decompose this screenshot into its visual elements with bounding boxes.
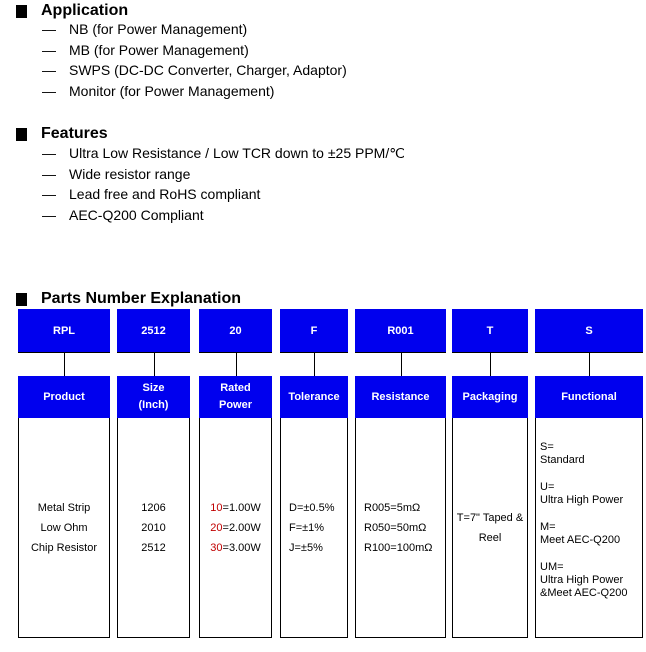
- code-box-power: 20: [199, 309, 272, 353]
- header-text: Power: [218, 399, 252, 411]
- list-item-text: Lead free and RoHS compliant: [69, 186, 261, 203]
- header-text: Product: [43, 390, 85, 403]
- size-option: 2512: [141, 541, 166, 554]
- dash-icon: —: [42, 21, 56, 37]
- parts-heading: Parts Number Explanation: [16, 290, 241, 308]
- dash-icon: —: [42, 186, 56, 203]
- features-heading: Features: [16, 125, 108, 143]
- list-item-text: SWPS (DC-DC Converter, Charger, Adaptor): [69, 62, 347, 79]
- list-item: — Ultra Low Resistance / Low TCR down to …: [42, 145, 405, 162]
- packaging-option: T=7" Taped &: [456, 511, 524, 524]
- product-option: Chip Resistor: [30, 541, 98, 554]
- list-item: — Monitor (for Power Management): [42, 83, 274, 99]
- product-option: Metal Strip: [37, 501, 91, 514]
- product-option: Low Ohm: [40, 521, 88, 534]
- header-text: Tolerance: [288, 390, 340, 403]
- header-text: (Inch): [138, 399, 169, 411]
- tolerance-option: D=±0.5%: [289, 501, 335, 514]
- dash-icon: —: [42, 165, 56, 182]
- features-title: Features: [41, 125, 108, 142]
- resistance-option: R050=50mΩ: [364, 521, 427, 534]
- application-heading: Application: [16, 2, 128, 20]
- power-option: 10=1.00W: [210, 501, 261, 514]
- code-box-product: RPL: [18, 309, 110, 353]
- body-tolerance: D=±0.5% F=±1% J=±5%: [280, 418, 348, 638]
- header-product: Product: [18, 376, 110, 418]
- list-item: — MB (for Power Management): [42, 42, 249, 58]
- functional-option: M=Meet AEC-Q200: [540, 521, 621, 546]
- connector-line: [154, 352, 155, 376]
- dash-icon: —: [42, 207, 56, 224]
- list-item: — SWPS (DC-DC Converter, Charger, Adaptor…: [42, 62, 347, 78]
- code-box-functional: S: [535, 309, 643, 353]
- code-box-resistance: R001: [355, 309, 446, 353]
- header-text: Rated: [220, 382, 251, 394]
- connector-line: [589, 352, 590, 376]
- list-item-text: AEC-Q200 Compliant: [69, 207, 204, 224]
- size-option: 2010: [141, 521, 166, 534]
- power-option: 30=3.00W: [210, 541, 261, 554]
- tolerance-option: J=±5%: [289, 541, 323, 554]
- tolerance-option: F=±1%: [289, 521, 325, 534]
- code-box-tolerance: F: [280, 309, 348, 353]
- connector-line: [314, 352, 315, 376]
- parts-title: Parts Number Explanation: [41, 290, 242, 307]
- list-item-text: Wide resistor range: [69, 165, 191, 182]
- list-item: — AEC-Q200 Compliant: [42, 207, 204, 223]
- bullet-square-icon: [16, 127, 27, 141]
- list-item-text: MB (for Power Management): [69, 41, 249, 58]
- header-packaging: Packaging: [452, 376, 528, 418]
- bullet-square-icon: [16, 292, 27, 306]
- header-resistance: Resistance: [355, 376, 446, 418]
- list-item: — Wide resistor range: [42, 166, 190, 182]
- body-packaging: T=7" Taped & Reel: [452, 418, 528, 638]
- body-power: 10=1.00W 20=2.00W 30=3.00W: [199, 418, 272, 638]
- header-size: Size (Inch): [117, 376, 190, 418]
- size-option: 1206: [141, 501, 166, 514]
- resistance-option: R005=5mΩ: [364, 501, 421, 514]
- list-item: — Lead free and RoHS compliant: [42, 186, 260, 202]
- dash-icon: —: [42, 83, 56, 100]
- connector-line: [64, 352, 65, 376]
- header-tolerance: Tolerance: [280, 376, 348, 418]
- connector-line: [401, 352, 402, 376]
- header-text: Size: [142, 382, 165, 394]
- dash-icon: —: [42, 41, 56, 58]
- header-text: Resistance: [371, 390, 430, 403]
- resistance-option: R100=100mΩ: [364, 541, 433, 554]
- list-item: — NB (for Power Management): [42, 21, 247, 37]
- list-item-text: NB (for Power Management): [69, 21, 248, 37]
- connector-line: [490, 352, 491, 376]
- application-title: Application: [41, 2, 129, 19]
- body-size: 1206 2010 2512: [117, 418, 190, 638]
- bullet-square-icon: [16, 4, 27, 18]
- connector-line: [236, 352, 237, 376]
- list-item-text: Ultra Low Resistance / Low TCR down to ±…: [69, 145, 405, 161]
- list-item-text: Monitor (for Power Management): [69, 83, 275, 100]
- header-functional: Functional: [535, 376, 643, 418]
- header-text: Packaging: [462, 390, 518, 403]
- functional-option: S=Standard: [540, 441, 585, 466]
- dash-icon: —: [42, 145, 56, 161]
- functional-option: U=Ultra High Power: [540, 481, 624, 506]
- power-option: 20=2.00W: [210, 521, 261, 534]
- dash-icon: —: [42, 62, 56, 79]
- code-box-size: 2512: [117, 309, 190, 353]
- body-resistance: R005=5mΩ R050=50mΩ R100=100mΩ: [355, 418, 446, 638]
- header-text: Functional: [561, 390, 617, 403]
- functional-option: UM=Ultra High Power&Meet AEC-Q200: [540, 561, 628, 599]
- packaging-option: Reel: [478, 531, 502, 544]
- code-box-packaging: T: [452, 309, 528, 353]
